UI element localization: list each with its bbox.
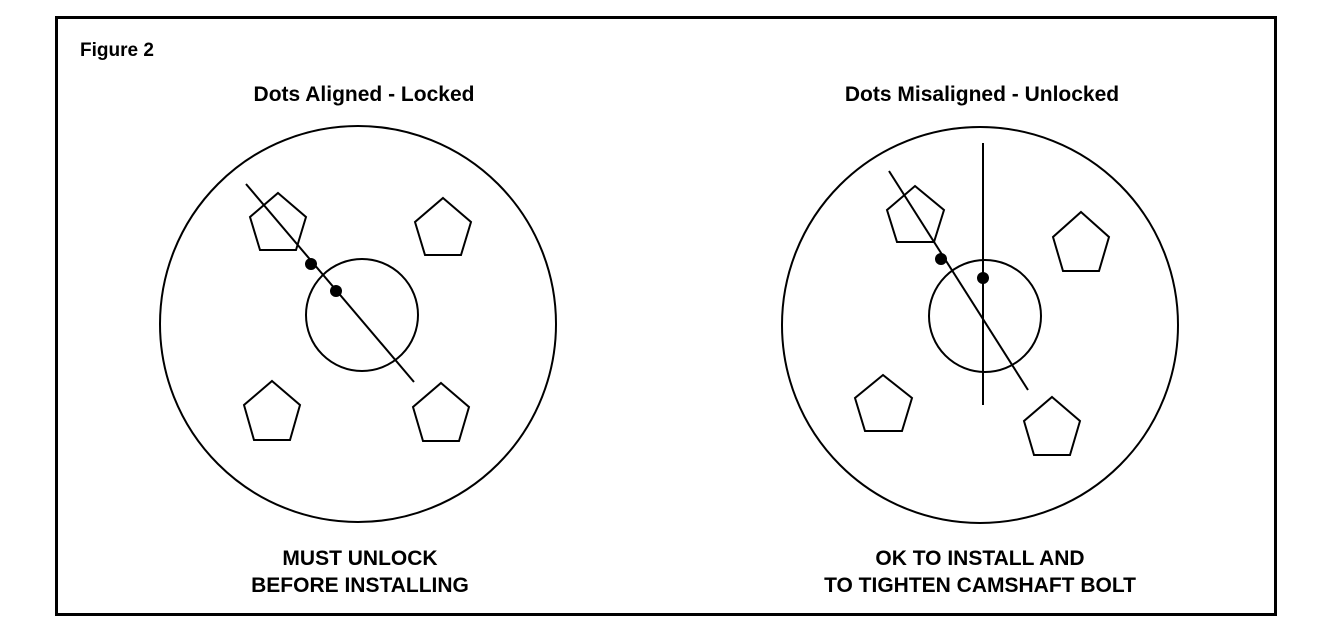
- left-caption-line-1: MUST UNLOCK: [282, 547, 438, 570]
- right-caption-line-1: OK TO INSTALL AND: [875, 547, 1085, 570]
- left-caption-line-2: BEFORE INSTALLING: [251, 574, 469, 597]
- left-panel-title: Dots Aligned - Locked: [253, 83, 475, 106]
- figure-frame: [55, 16, 1277, 616]
- figure-label: Figure 2: [80, 40, 154, 61]
- right-caption-line-2: TO TIGHTEN CAMSHAFT BOLT: [824, 574, 1136, 597]
- right-panel-title: Dots Misaligned - Unlocked: [844, 83, 1120, 106]
- left-panel-caption: MUST UNLOCK BEFORE INSTALLING: [160, 545, 560, 599]
- right-panel-caption: OK TO INSTALL AND TO TIGHTEN CAMSHAFT BO…: [780, 545, 1180, 599]
